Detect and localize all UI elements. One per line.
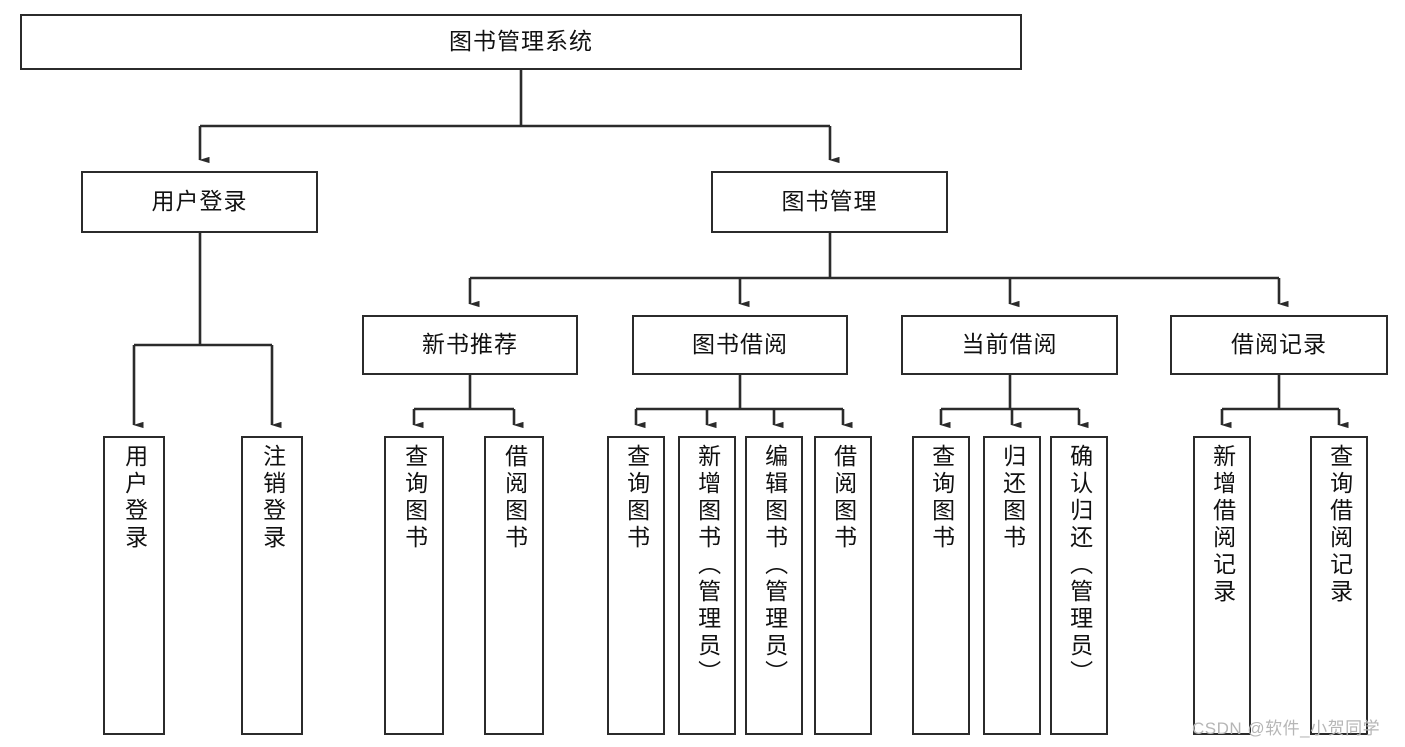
node-l3-book-borrow: 图书借阅 bbox=[632, 315, 848, 375]
node-label: 借阅图书 bbox=[501, 444, 528, 552]
node-leaf-add-record: 新增借阅记录 bbox=[1193, 436, 1251, 735]
edge-trunk bbox=[470, 233, 1279, 280]
node-leaf-edit-book: 编辑图书（管理员） bbox=[745, 436, 803, 735]
node-l3-new-book-rec: 新书推荐 bbox=[362, 315, 578, 375]
edge-trunk bbox=[134, 233, 272, 347]
node-label: 查询图书 bbox=[623, 444, 650, 552]
node-label: 编辑图书（管理员） bbox=[761, 444, 788, 687]
node-label: 新书推荐 bbox=[422, 331, 518, 358]
node-label: 注销登录 bbox=[259, 444, 286, 552]
node-leaf-borrow-book-1: 借阅图书 bbox=[484, 436, 544, 735]
node-label: 当前借阅 bbox=[961, 331, 1058, 358]
node-l3-borrow-record: 借阅记录 bbox=[1170, 315, 1388, 375]
edge-trunk bbox=[941, 375, 1079, 411]
node-leaf-confirm-return: 确认归还（管理员） bbox=[1050, 436, 1108, 735]
node-label: 新增借阅记录 bbox=[1209, 444, 1236, 606]
node-label: 借阅图书 bbox=[830, 444, 857, 552]
node-label: 新增图书（管理员） bbox=[694, 444, 721, 687]
node-label: 确认归还（管理员） bbox=[1066, 444, 1093, 687]
node-leaf-query-book-3: 查询图书 bbox=[912, 436, 970, 735]
node-label: 查询借阅记录 bbox=[1326, 444, 1353, 606]
node-label: 查询图书 bbox=[928, 444, 955, 552]
node-label: 图书管理系统 bbox=[449, 28, 593, 55]
node-label: 图书借阅 bbox=[692, 331, 788, 358]
edge-trunk bbox=[636, 375, 843, 411]
node-label: 查询图书 bbox=[401, 444, 428, 552]
node-leaf-logout: 注销登录 bbox=[241, 436, 303, 735]
node-label: 归还图书 bbox=[999, 444, 1026, 552]
node-leaf-add-book: 新增图书（管理员） bbox=[678, 436, 736, 735]
node-l3-current-borrow: 当前借阅 bbox=[901, 315, 1118, 375]
node-label: 图书管理 bbox=[781, 188, 878, 215]
node-leaf-return-book: 归还图书 bbox=[983, 436, 1041, 735]
node-leaf-user-login: 用户登录 bbox=[103, 436, 165, 735]
edge-trunk bbox=[414, 375, 514, 411]
node-label: 借阅记录 bbox=[1231, 331, 1327, 358]
node-leaf-borrow-book-2: 借阅图书 bbox=[814, 436, 872, 735]
node-leaf-query-record: 查询借阅记录 bbox=[1310, 436, 1368, 735]
edge-trunk bbox=[1222, 375, 1339, 411]
node-label: 用户登录 bbox=[121, 444, 148, 552]
csdn-watermark: CSDN @软件_小贺同学 bbox=[1192, 719, 1381, 738]
node-l2-user-login: 用户登录 bbox=[81, 171, 318, 233]
node-leaf-query-book-1: 查询图书 bbox=[384, 436, 444, 735]
node-root: 图书管理系统 bbox=[20, 14, 1022, 70]
edge-trunk bbox=[200, 70, 830, 128]
node-label: 用户登录 bbox=[151, 188, 248, 215]
node-leaf-query-book-2: 查询图书 bbox=[607, 436, 665, 735]
node-l2-book-manage: 图书管理 bbox=[711, 171, 948, 233]
